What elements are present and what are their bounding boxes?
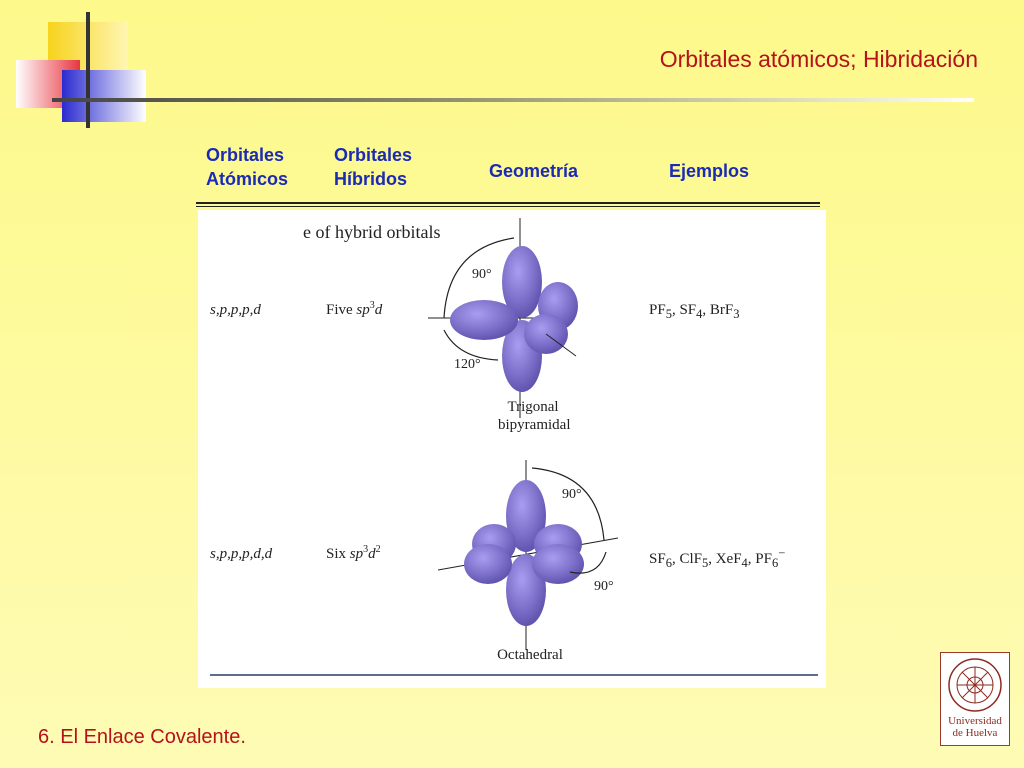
header-hybrid-line2: Híbridos — [334, 169, 408, 189]
row1-geometry-line1: Trigonal — [507, 399, 559, 415]
caption-fragment: e of hybrid orbitals — [303, 222, 441, 242]
row1-geometry: Trigonal bipyramidal — [498, 398, 571, 434]
hybridization-table-figure: e of hybrid orbitals s,p,p,p,d Five sp3d… — [198, 210, 826, 688]
logo-line1: Universidad — [948, 715, 1002, 727]
row1-geometry-line2: bipyramidal — [498, 417, 571, 433]
row2-hybrid-d: d — [368, 546, 376, 562]
row2-atomic: s,p,p,p,d,d — [210, 546, 273, 562]
header-hybrid-orbitals: Orbitales Híbridos — [334, 143, 412, 191]
row2-examples: SF6, ClF5, XeF4, PF6− — [649, 546, 786, 570]
header-atomic-orbitals: Orbitales Atómicos — [206, 143, 288, 191]
octahedral-diagram: 90° 90° — [438, 460, 619, 650]
row1-hybrid-sup: 3 — [369, 300, 375, 311]
bp-lobe-top — [502, 246, 542, 318]
row1-hybrid-d: d — [374, 302, 383, 318]
oct-angle-90-top: 90° — [562, 487, 582, 502]
oct-lobe-right — [532, 544, 584, 584]
title-underline — [52, 98, 974, 102]
row1-hybrid-sp: sp — [356, 302, 370, 318]
slide-title: Orbitales atómicos; Hibridación — [659, 46, 978, 72]
bp-angle-120: 120° — [454, 357, 481, 372]
trigonal-bipyramidal-diagram: 90° 120° — [428, 218, 578, 418]
bp-lobe-left — [450, 300, 518, 340]
row2-hybrid-sup1: 3 — [363, 544, 369, 555]
university-logo: Universidad de Huelva — [940, 652, 1010, 746]
row2-hybrid-sup2: 2 — [375, 544, 381, 555]
header-atomic-line2: Atómicos — [206, 169, 289, 189]
table-top-rule — [196, 202, 820, 207]
oct-lobe-top — [506, 480, 546, 552]
row1-hybrid: Five sp3d — [326, 300, 382, 319]
university-seal-icon — [948, 658, 1002, 712]
row1-examples: PF5, SF4, BrF3 — [649, 302, 740, 321]
row2-hybrid-sp: sp — [349, 546, 364, 562]
decor-blue-square — [62, 70, 146, 122]
decor-vertical-line — [86, 12, 90, 128]
row2-hybrid-count: Six — [326, 546, 347, 562]
row2-hybrid: Six sp3d2 — [326, 544, 381, 563]
row1-atomic: s,p,p,p,d — [210, 302, 261, 318]
slide-footer: 6. El Enlace Covalente. — [38, 726, 246, 748]
university-logo-text: Universidad de Huelva — [941, 715, 1009, 739]
row1-hybrid-count: Five — [326, 302, 353, 318]
header-geometry: Geometría — [489, 161, 579, 181]
header-examples: Ejemplos — [669, 161, 750, 181]
header-atomic-line1: Orbitales — [206, 145, 285, 165]
header-hybrid-line1: Orbitales — [334, 145, 413, 165]
table-bottom-rule — [210, 674, 818, 676]
logo-line2: de Huelva — [952, 727, 998, 739]
oct-lobe-left — [464, 544, 512, 584]
oct-angle-90-side: 90° — [594, 579, 614, 594]
bp-angle-90: 90° — [472, 267, 492, 282]
row2-geometry: Octahedral — [497, 647, 563, 663]
